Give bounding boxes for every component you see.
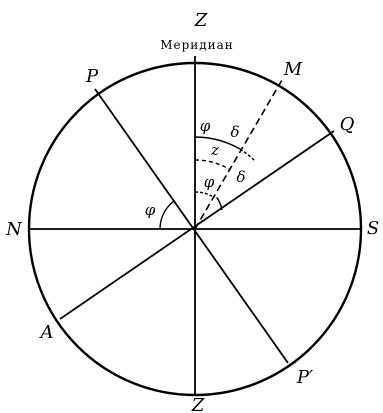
label-angle-phi-left: φ: [145, 201, 156, 219]
polar-axis-line: [94, 88, 289, 364]
arc-phi-lower: [194, 191, 213, 197]
label-angle-z: z: [210, 141, 219, 159]
label-angle-phi-lower: φ: [204, 173, 215, 191]
arc-delta-upper: [239, 148, 256, 162]
arc-z: [194, 159, 231, 171]
meridian-caption: Меридиан: [160, 38, 234, 52]
label-pole-south: P′: [296, 367, 313, 388]
arc-phi-upper: [194, 136, 241, 150]
label-south: S: [367, 218, 379, 239]
label-north: N: [5, 219, 23, 240]
arc-phi-left: [159, 199, 176, 230]
label-zenith: Z: [194, 10, 208, 31]
label-angle-delta-upper: δ: [230, 123, 239, 141]
label-nadir: Z: [191, 395, 205, 413]
label-equator-opposite: A: [39, 322, 54, 343]
label-angle-phi-upper: φ: [200, 117, 211, 135]
label-angle-delta-lower: δ: [236, 168, 245, 186]
label-equator-point: Q: [340, 114, 355, 135]
label-pole-north: P: [85, 66, 99, 87]
label-star: M: [283, 59, 303, 80]
arc-delta-lower: [216, 196, 223, 211]
star-direction-line: [194, 79, 283, 230]
